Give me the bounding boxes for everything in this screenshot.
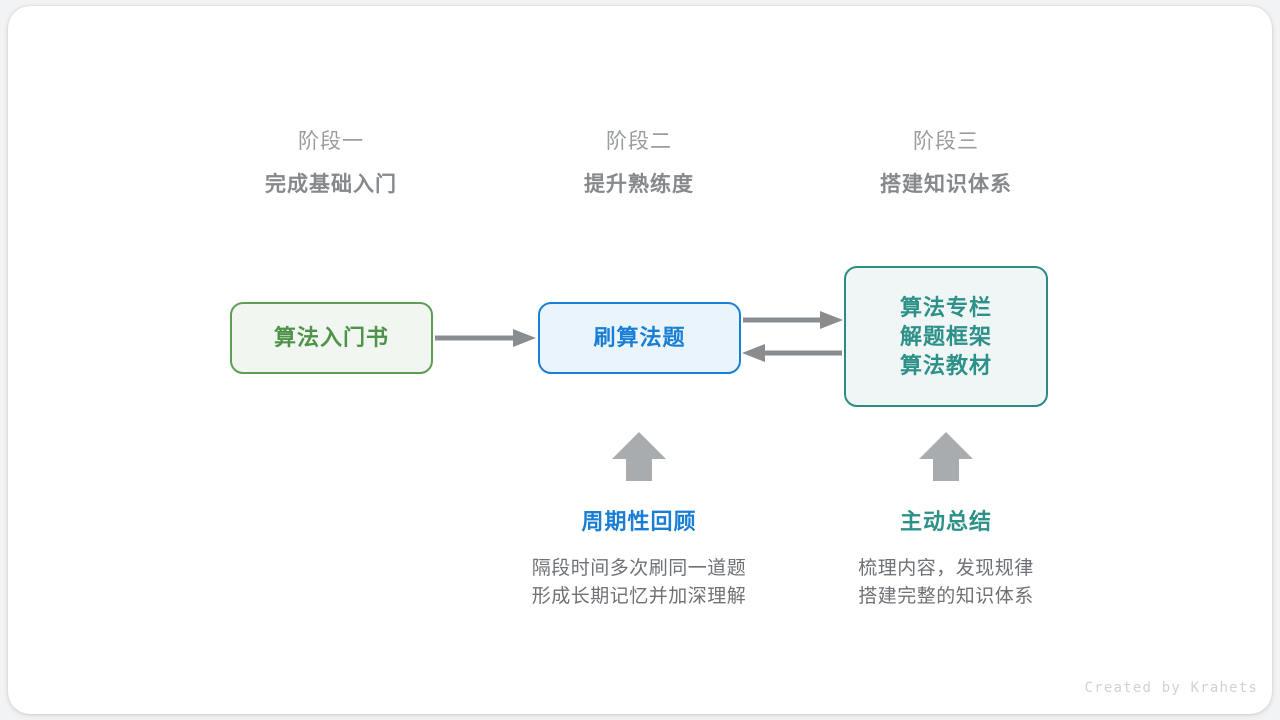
node-resources-line-1: 算法专栏 (899, 294, 992, 320)
node-practice-label: 刷算法题 (593, 325, 686, 351)
note-summary-desc-line-2: 搭建完整的知识体系 (858, 585, 1034, 607)
node-book-label: 算法入门书 (273, 325, 389, 351)
note-active-summary: 主动总结 梳理内容，发现规律 搭建完整的知识体系 (796, 511, 1096, 610)
credit-text: Created by Krahets (1084, 680, 1258, 696)
note-periodic-review: 周期性回顾 隔段时间多次刷同一道题 形成长期记忆并加深理解 (489, 511, 789, 610)
node-resources-line-2: 解题框架 (899, 323, 992, 349)
stage-2-title: 提升熟练度 (584, 173, 694, 196)
note-review-title: 周期性回顾 (581, 509, 697, 534)
note-review-desc-line-2: 形成长期记忆并加深理解 (531, 585, 747, 607)
node-practice-problems[interactable]: 刷算法题 (538, 302, 741, 374)
stage-3-title: 搭建知识体系 (880, 173, 1012, 196)
node-resources-line-3: 算法教材 (899, 353, 992, 379)
node-algorithm-intro-book[interactable]: 算法入门书 (230, 302, 433, 374)
note-summary-title: 主动总结 (899, 509, 992, 534)
note-review-desc-line-1: 隔段时间多次刷同一道题 (531, 558, 747, 579)
note-summary-desc-line-1: 梳理内容，发现规律 (858, 558, 1034, 579)
stage-3-kicker: 阶段三 (913, 130, 979, 153)
stage-header-3: 阶段三 搭建知识体系 (816, 131, 1076, 195)
note-summary-desc: 梳理内容，发现规律 搭建完整的知识体系 (796, 555, 1096, 610)
stage-1-title: 完成基础入门 (265, 173, 397, 196)
stage-header-2: 阶段二 提升熟练度 (509, 131, 769, 195)
stage-1-kicker: 阶段一 (298, 130, 364, 153)
stage-header-1: 阶段一 完成基础入门 (201, 131, 461, 195)
stage-2-kicker: 阶段二 (606, 130, 672, 153)
node-learning-resources[interactable]: 算法专栏 解题框架 算法教材 (844, 266, 1048, 407)
note-review-desc: 隔段时间多次刷同一道题 形成长期记忆并加深理解 (489, 555, 789, 610)
